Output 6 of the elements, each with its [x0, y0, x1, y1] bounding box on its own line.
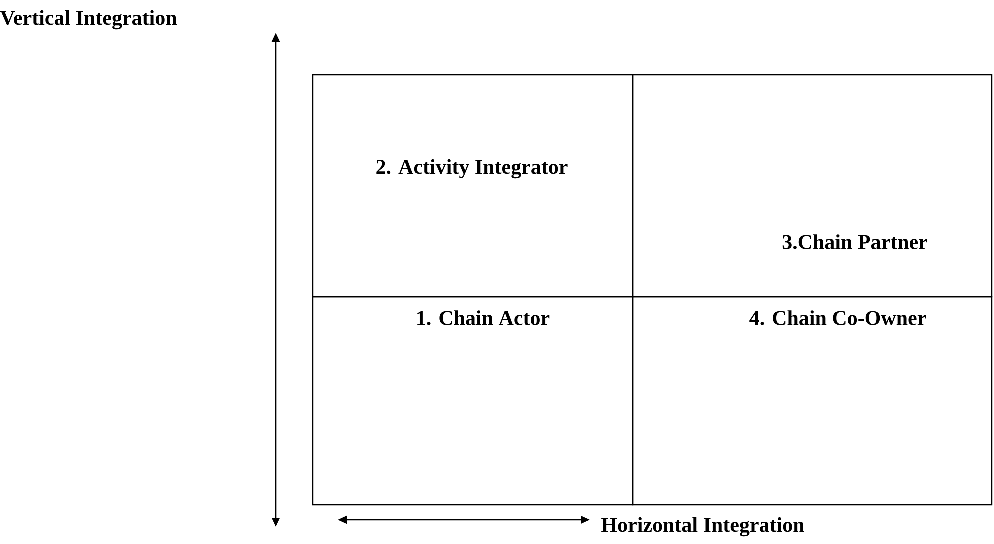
axis-label: Horizontal Integration: [602, 517, 804, 537]
quadrant-cell: 1. Chain Actor: [312, 296, 634, 506]
quadrant-cell: 3.Chain Partner: [632, 74, 993, 298]
quadrant-cell: 2. Activity Integrator: [312, 74, 634, 298]
quadrant-cell: 4. Chain Co-Owner: [632, 296, 993, 506]
axis-label: Vertical Integration: [0, 10, 177, 30]
